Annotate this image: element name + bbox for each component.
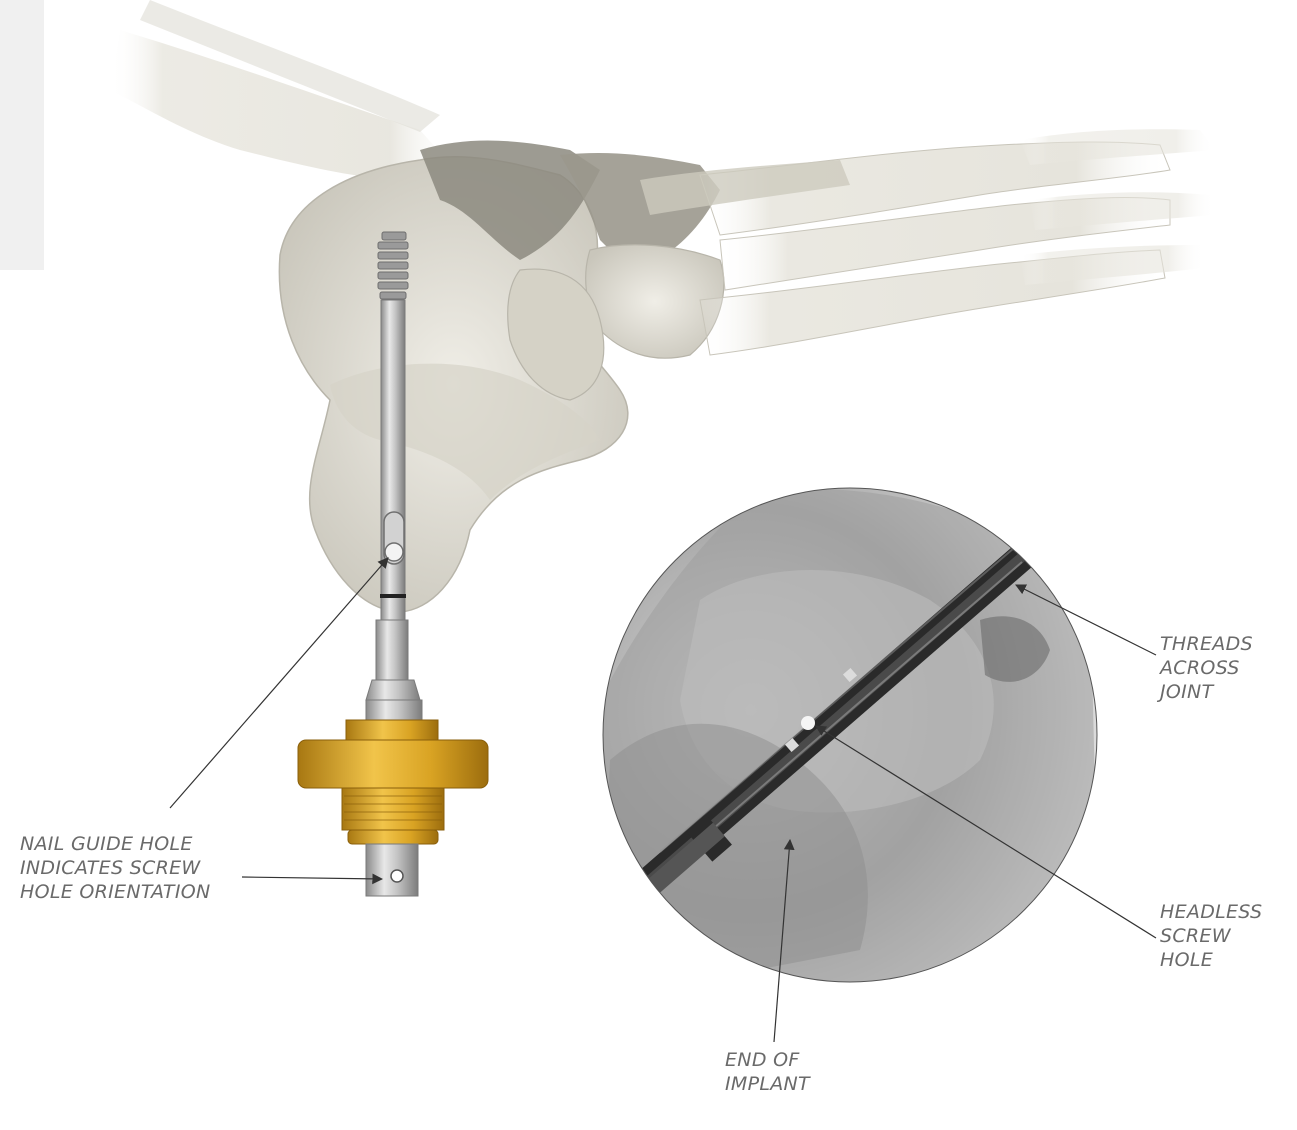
nail-guide-handle-illustration xyxy=(298,720,488,896)
end-of-implant-label: END OF IMPLANT xyxy=(725,1048,810,1096)
fluoroscopy-xray-inset xyxy=(600,488,1100,1000)
nail-guide-hole-label: NAIL GUIDE HOLE INDICATES SCREW HOLE ORI… xyxy=(20,832,211,904)
headless-screw-hole-label: HEADLESS SCREW HOLE xyxy=(1160,900,1262,972)
threads-across-joint-label: THREADS ACROSS JOINT xyxy=(1160,632,1253,704)
foot-skeleton-illustration xyxy=(110,0,1215,612)
leader-line-nail-guide xyxy=(242,877,382,879)
